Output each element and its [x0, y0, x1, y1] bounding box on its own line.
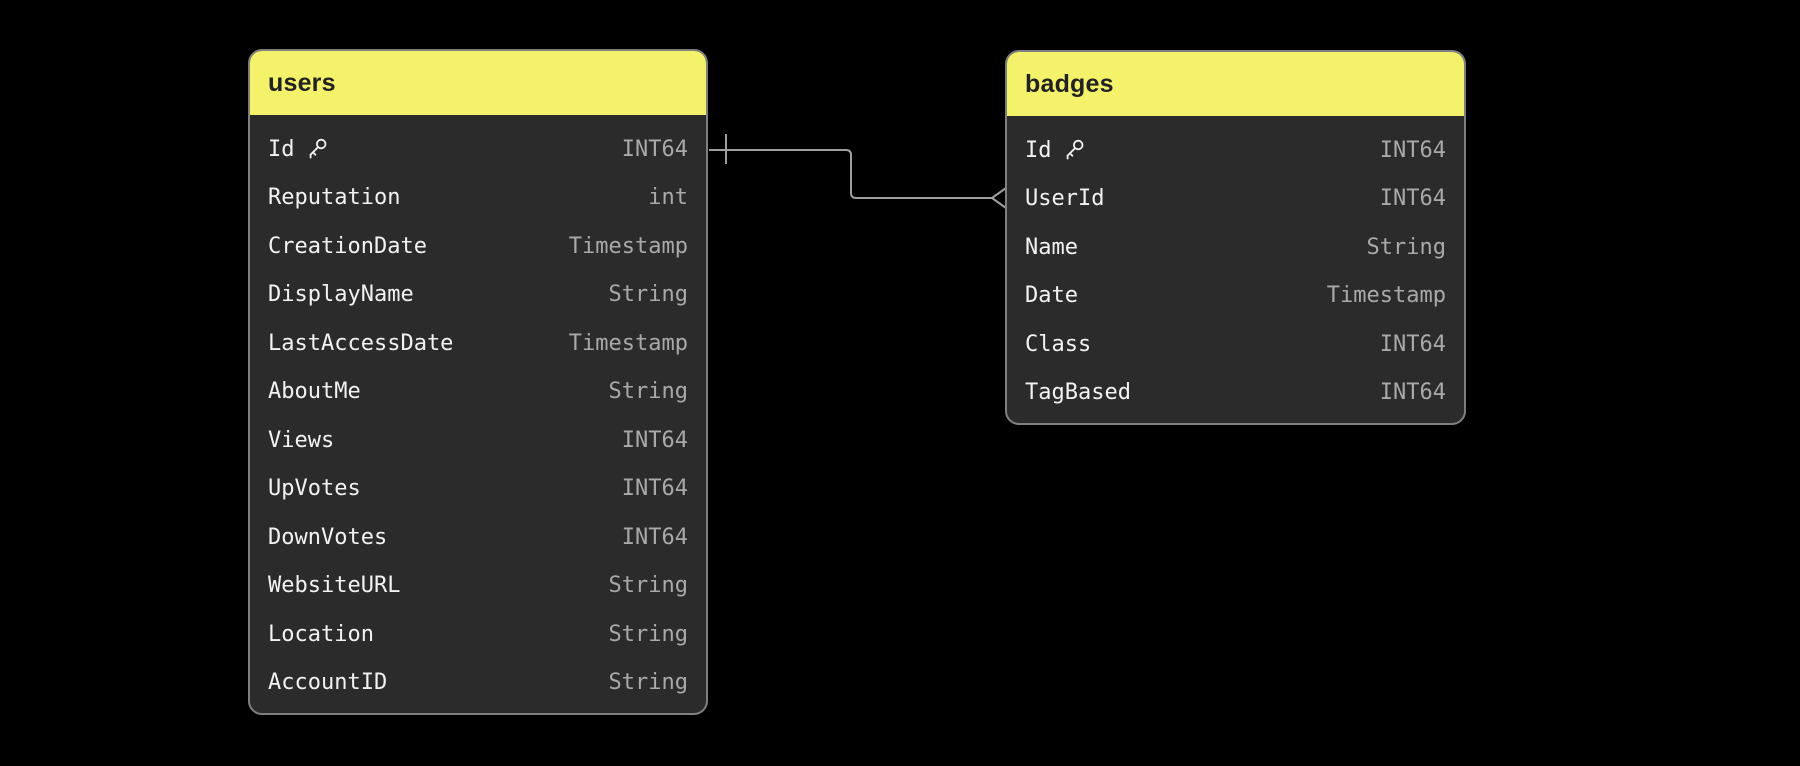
table-row-users-Id[interactable]: Id INT64 — [250, 125, 706, 174]
field-type: Timestamp — [1326, 283, 1446, 309]
field-type: String — [608, 379, 688, 405]
field-label-group: DisplayName — [268, 282, 414, 307]
field-type: String — [608, 282, 688, 308]
crow-foot-prong-2 — [991, 197, 1007, 209]
field-name: Views — [268, 427, 335, 453]
table-header[interactable]: badges — [1007, 52, 1464, 116]
field-type: INT64 — [621, 476, 688, 502]
field-name: Date — [1025, 283, 1078, 309]
field-name: UpVotes — [268, 476, 361, 502]
field-type: String — [1366, 234, 1446, 260]
table-body: Id INT64 Reputation int CreationDate Tim… — [250, 115, 706, 713]
table-node-users[interactable]: users Id INT64 Reputation int CreationDa… — [248, 49, 708, 715]
field-name: DisplayName — [268, 282, 414, 308]
field-name: Id — [1025, 137, 1052, 163]
table-row-users-DownVotes[interactable]: DownVotes INT64 — [250, 513, 706, 562]
table-row-users-Reputation[interactable]: Reputation int — [250, 174, 706, 223]
field-name: DownVotes — [268, 524, 388, 550]
table-row-badges-Id[interactable]: Id INT64 — [1007, 126, 1464, 175]
table-row-users-DisplayName[interactable]: DisplayName String — [250, 271, 706, 320]
field-type: int — [648, 185, 688, 211]
table-header[interactable]: users — [250, 51, 706, 115]
field-label-group: Class — [1025, 332, 1091, 357]
table-row-users-Location[interactable]: Location String — [250, 610, 706, 659]
field-label-group: Name — [1025, 235, 1078, 260]
field-label-group: Id — [1025, 138, 1087, 163]
field-label-group: AboutMe — [268, 379, 361, 404]
field-type: String — [608, 670, 688, 696]
table-body: Id INT64 UserId INT64 Name String Date T… — [1007, 116, 1464, 423]
field-label-group: WebsiteURL — [268, 573, 400, 598]
field-name: LastAccessDate — [268, 330, 454, 356]
table-row-users-UpVotes[interactable]: UpVotes INT64 — [250, 465, 706, 514]
table-row-users-AccountID[interactable]: AccountID String — [250, 659, 706, 708]
field-name: Reputation — [268, 185, 401, 211]
field-type: INT64 — [621, 136, 688, 162]
field-type: String — [608, 573, 688, 599]
field-name: Location — [268, 621, 374, 647]
field-name: Name — [1025, 234, 1078, 260]
field-name: TagBased — [1025, 380, 1131, 406]
field-name: Class — [1025, 331, 1092, 357]
field-label-group: UpVotes — [268, 476, 361, 501]
table-title: users — [268, 68, 336, 97]
table-title: badges — [1025, 69, 1114, 98]
field-label-group: Location — [268, 622, 374, 647]
field-label-group: UserId — [1025, 186, 1104, 211]
field-label-group: Reputation — [268, 185, 400, 210]
key-icon — [306, 137, 330, 161]
field-name: AboutMe — [268, 379, 361, 405]
table-row-badges-UserId[interactable]: UserId INT64 — [1007, 175, 1464, 224]
table-row-badges-Date[interactable]: Date Timestamp — [1007, 272, 1464, 321]
field-type: String — [608, 621, 688, 647]
field-type: Timestamp — [568, 330, 688, 356]
field-label-group: Date — [1025, 283, 1078, 308]
field-name: UserId — [1025, 186, 1105, 212]
field-label-group: Id — [268, 137, 330, 162]
field-type: INT64 — [1379, 137, 1446, 163]
table-row-badges-TagBased[interactable]: TagBased INT64 — [1007, 369, 1464, 418]
table-row-badges-Name[interactable]: Name String — [1007, 223, 1464, 272]
table-row-users-Views[interactable]: Views INT64 — [250, 416, 706, 465]
table-row-users-AboutMe[interactable]: AboutMe String — [250, 368, 706, 417]
crow-foot-prong-1 — [991, 187, 1007, 199]
field-label-group: AccountID — [268, 670, 387, 695]
table-row-users-LastAccessDate[interactable]: LastAccessDate Timestamp — [250, 319, 706, 368]
field-type: Timestamp — [568, 233, 688, 259]
field-type: INT64 — [621, 524, 688, 550]
field-label-group: DownVotes — [268, 525, 387, 550]
field-type: INT64 — [1379, 186, 1446, 212]
key-icon — [1063, 138, 1087, 162]
field-label-group: LastAccessDate — [268, 331, 453, 356]
field-type: INT64 — [621, 427, 688, 453]
field-label-group: Views — [268, 428, 334, 453]
table-row-users-WebsiteURL[interactable]: WebsiteURL String — [250, 562, 706, 611]
field-type: INT64 — [1379, 380, 1446, 406]
table-node-badges[interactable]: badges Id INT64 UserId INT64 Name String… — [1005, 50, 1466, 425]
field-name: WebsiteURL — [268, 573, 401, 599]
table-row-users-CreationDate[interactable]: CreationDate Timestamp — [250, 222, 706, 271]
field-type: INT64 — [1379, 331, 1446, 357]
field-name: AccountID — [268, 670, 388, 696]
relationship-line[interactable] — [709, 149, 992, 199]
field-name: CreationDate — [268, 233, 427, 259]
field-label-group: CreationDate — [268, 234, 427, 259]
table-row-badges-Class[interactable]: Class INT64 — [1007, 320, 1464, 369]
field-name: Id — [268, 136, 295, 162]
field-label-group: TagBased — [1025, 380, 1131, 405]
